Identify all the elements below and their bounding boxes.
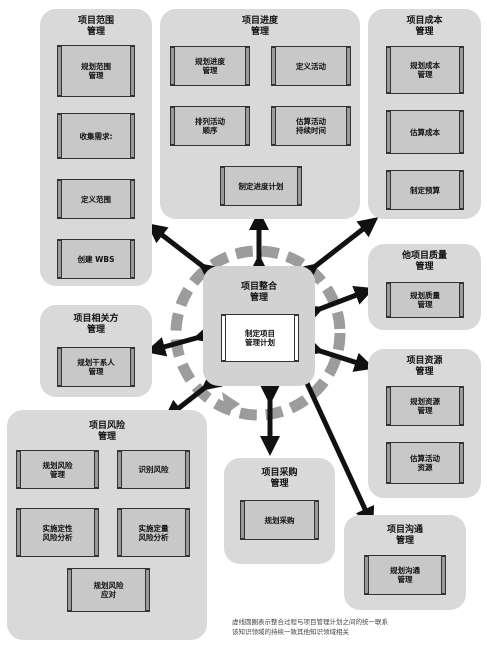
risk-management-group: 项目风险 管理 规划风险 管理 识别风险 实施定性 风险分析 实施定量 风险分析… <box>7 410 207 640</box>
process-estimate-activity-resources[interactable]: 估算活动 资源 <box>386 442 464 484</box>
arrow-integration-scope <box>146 223 221 284</box>
scope-title: 项目范围 管理 <box>77 16 114 37</box>
ring-arrowhead <box>222 392 240 414</box>
process-develop-schedule[interactable]: 制定进度计划 <box>220 166 302 206</box>
quality-title: 他项目质量 管理 <box>401 251 447 272</box>
risk-title: 项目风险 管理 <box>88 421 125 442</box>
procurement-title: 项目采购 管理 <box>261 468 298 489</box>
process-develop-pm-plan[interactable]: 制定项目 管理计划 <box>221 314 299 362</box>
process-create-wbs[interactable]: 创建 WBS <box>57 239 135 279</box>
arrow-integration-cost <box>297 217 379 284</box>
process-plan-resource[interactable]: 规划资源 管理 <box>386 386 464 426</box>
process-sequence-activities[interactable]: 排列活动 顺序 <box>170 106 250 146</box>
process-define-scope[interactable]: 定义范围 <box>57 179 135 219</box>
process-plan-communication[interactable]: 规划沟通 管理 <box>364 555 446 595</box>
stakeholder-management-group: 项目相关方 管理 规划干系人 管理 <box>40 305 152 397</box>
process-estimate-durations[interactable]: 估算活动 持续时间 <box>271 106 351 146</box>
process-estimate-costs[interactable]: 估算成本 <box>386 110 464 154</box>
process-plan-scope[interactable]: 规划范围 管理 <box>57 45 135 97</box>
communication-management-group: 项目沟通 管理 规划沟通 管理 <box>344 515 466 610</box>
process-plan-stakeholder[interactable]: 规划干系人 管理 <box>57 347 135 387</box>
schedule-management-group: 项目进度 管理 规划进度 管理 定义活动 排列活动 顺序 估算活动 持续时间 制… <box>160 9 360 219</box>
process-determine-budget[interactable]: 制定预算 <box>386 170 464 210</box>
cost-title: 项目成本 管理 <box>406 16 443 37</box>
integration-dashed-ring <box>170 245 346 421</box>
process-plan-cost[interactable]: 规划成本 管理 <box>386 46 464 94</box>
communication-title: 项目沟通 管理 <box>386 525 423 546</box>
process-collect-requirements[interactable]: 收集需求: <box>57 113 135 159</box>
resource-title: 项目资源 管理 <box>406 356 443 377</box>
schedule-title: 项目进度 管理 <box>241 16 278 37</box>
process-plan-procurement[interactable]: 规划采购 <box>240 500 319 540</box>
arrow-integration-quality <box>302 285 375 324</box>
scope-management-group: 项目范围 管理 规划范围 管理 收集需求: 定义范围 创建 WBS <box>40 9 152 286</box>
process-plan-quality[interactable]: 规划质量 管理 <box>386 282 464 318</box>
process-plan-risk[interactable]: 规划风险 管理 <box>16 450 99 489</box>
process-quantitative-analysis[interactable]: 实施定量 风险分析 <box>117 508 190 557</box>
process-plan-schedule[interactable]: 规划进度 管理 <box>170 46 250 86</box>
stakeholder-title: 项目相关方 管理 <box>73 314 119 335</box>
integration-management-group: 项目整合 管理 制定项目 管理计划 <box>203 266 315 386</box>
process-define-activities[interactable]: 定义活动 <box>271 46 351 86</box>
process-plan-risk-responses[interactable]: 规划风险 应对 <box>67 568 150 612</box>
integration-title: 项目整合 管理 <box>240 282 277 303</box>
resource-management-group: 项目资源 管理 规划资源 管理 估算活动 资源 <box>368 349 481 498</box>
arrow-integration-communication <box>291 365 375 528</box>
quality-management-group: 他项目质量 管理 规划质量 管理 <box>368 244 481 330</box>
footnote: 虚线圆圈表示整合过程与项目管理计划之间的统一联系 该知识领域的持续一致其他知识领… <box>232 618 388 636</box>
arrow-integration-resource <box>302 336 375 372</box>
procurement-management-group: 项目采购 管理 规划采购 <box>224 458 335 564</box>
process-qualitative-analysis[interactable]: 实施定性 风险分析 <box>16 508 99 557</box>
process-identify-risks[interactable]: 识别风险 <box>117 450 190 489</box>
arrow-integration-stakeholder <box>145 324 215 357</box>
cost-management-group: 项目成本 管理 规划成本 管理 估算成本 制定预算 <box>368 9 481 219</box>
